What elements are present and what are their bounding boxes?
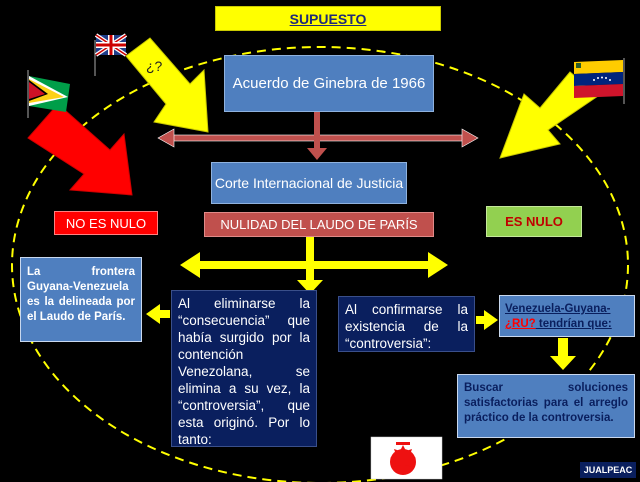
question-mark-label: ¿?: [146, 58, 163, 74]
dashed-ellipse: [11, 46, 629, 482]
box-es-nulo: ES NULO: [486, 206, 582, 237]
venguy-ru: ¿RU?: [505, 318, 536, 330]
yellow-arrow-to-venguy: [476, 310, 498, 330]
yellow-t-connector: [180, 237, 448, 294]
venguy-part3: tendrían que:: [535, 318, 612, 330]
guyana-flag-icon: [27, 70, 70, 118]
yellow-arrow-to-buscar: [550, 338, 576, 370]
box-venezuela-guyana: Venezuela-Guyana- ¿RU? tendrían que:: [499, 295, 635, 337]
box-no-es-nulo: NO ES NULO: [54, 211, 158, 235]
red-connector-arrow: [307, 112, 327, 160]
title-supuesto: SUPUESTO: [215, 6, 441, 31]
box-al-eliminarse: Al eliminarse la “consecuencia” que habí…: [171, 290, 317, 447]
venezuela-flag-icon: [574, 58, 625, 104]
author-label: JUALPEAC: [580, 462, 636, 478]
red-seal-icon: [370, 436, 443, 480]
red-arrow-left: [27, 103, 133, 196]
box-al-confirmarse: Al confirmarse la existencia de la “cont…: [338, 296, 475, 352]
yellow-arrow-uk: [125, 37, 209, 133]
box-buscar-soluciones: Buscar soluciones satisfactorias para el…: [457, 374, 635, 438]
box-corte-internacional: Corte Internacional de Justicia: [211, 162, 407, 204]
venguy-part1: Venezuela-Guyana-: [505, 303, 611, 315]
uk-flag-icon: [94, 33, 128, 76]
box-frontera: La frontera Guyana-Venezuela es la delin…: [20, 257, 142, 342]
box-nulidad-laudo: NULIDAD DEL LAUDO DE PARÍS: [204, 212, 434, 237]
yellow-arrow-venezuela: [499, 71, 599, 159]
box-acuerdo-ginebra: Acuerdo de Ginebra de 1966: [224, 55, 434, 112]
yellow-arrow-to-frontera: [146, 304, 170, 324]
